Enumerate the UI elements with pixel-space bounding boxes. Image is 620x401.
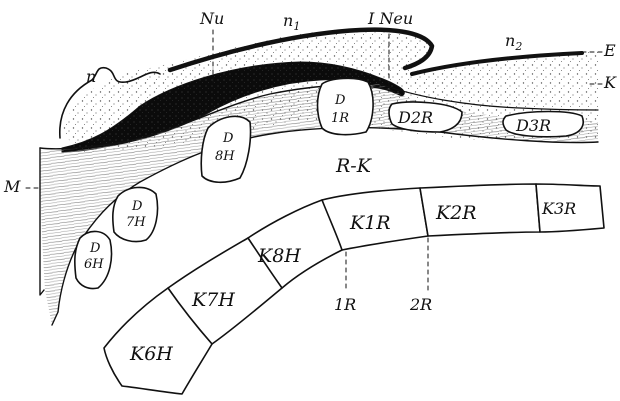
label-K6H: K6H — [129, 343, 173, 365]
label-D1R-bottom: 1R — [331, 111, 349, 126]
label-n1-main: n — [283, 11, 293, 30]
label-K7H: K7H — [191, 289, 235, 311]
label-n: n — [86, 67, 96, 86]
label-D7H-top: D — [131, 199, 143, 214]
label-n2-sub: 2 — [514, 40, 522, 53]
label-1R: 1R — [334, 295, 356, 314]
label-K1R: K1R — [349, 212, 391, 234]
label-E: E — [603, 41, 616, 60]
label-K2R: K2R — [435, 202, 477, 224]
label-D7H-bottom: 7H — [126, 215, 146, 230]
label-D1R-top: D — [334, 93, 346, 108]
label-D6H-top: D — [89, 241, 101, 256]
label-K8H: K8H — [257, 245, 301, 267]
label-D2R: D2R — [397, 108, 433, 127]
label-D8H-bottom: 8H — [215, 149, 235, 164]
label-R-K: R-K — [335, 155, 373, 177]
label-D8H-top: D — [222, 131, 234, 146]
label-K: K — [603, 73, 617, 92]
label-M: M — [3, 177, 21, 196]
label-n2: n2 — [505, 31, 522, 53]
label-n2-main: n — [505, 31, 515, 50]
label-n1: n1 — [283, 11, 300, 33]
label-n1-sub: 1 — [293, 20, 300, 33]
label-2R: 2R — [409, 295, 432, 314]
label-Nu: Nu — [199, 9, 224, 28]
label-D3R: D3R — [515, 116, 551, 135]
label-K3R: K3R — [541, 199, 576, 218]
label-D6H-bottom: 6H — [84, 257, 104, 272]
label-I-Neu: I Neu — [367, 9, 413, 28]
